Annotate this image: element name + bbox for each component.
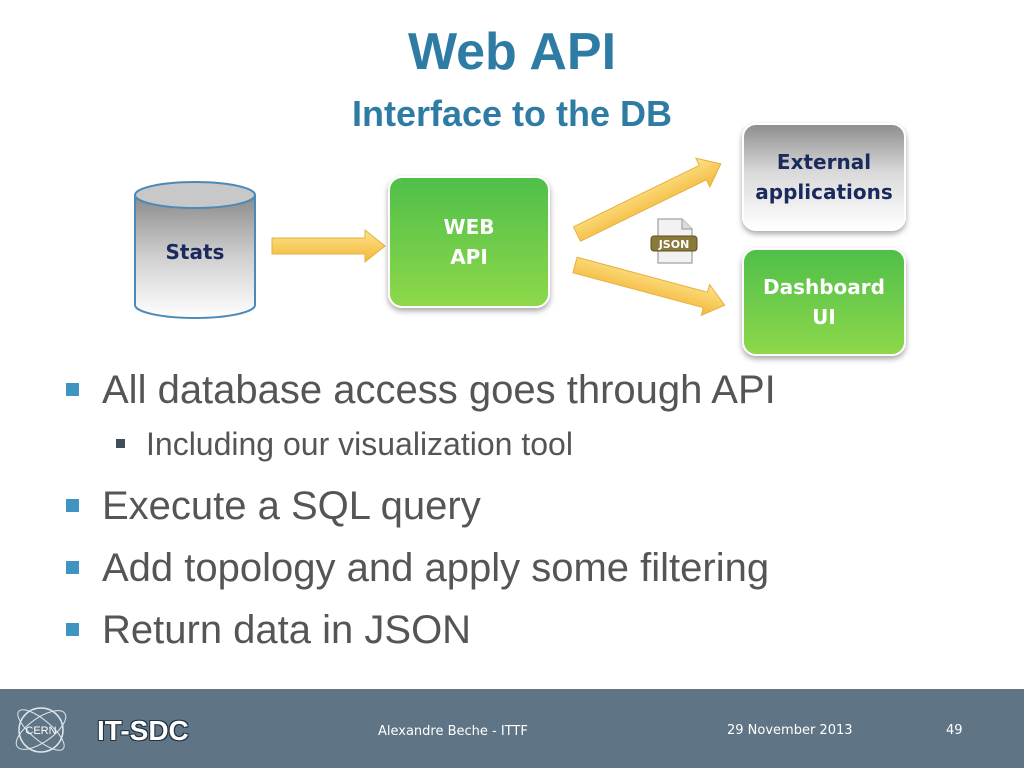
json-badge-label: JSON bbox=[658, 238, 690, 251]
external-applications-box: External applications bbox=[742, 123, 906, 231]
footer-author: Alexandre Beche - ITTF bbox=[378, 724, 528, 739]
bullet-text: All database access goes through API bbox=[102, 368, 776, 412]
dashboard-ui-box: Dashboard UI bbox=[742, 248, 906, 356]
bullet-marker bbox=[66, 383, 79, 396]
json-file-icon: JSON bbox=[650, 218, 698, 264]
cern-logo-text: CERN bbox=[25, 725, 56, 737]
web-api-box: WEB API bbox=[388, 176, 550, 308]
sub-bullet-marker bbox=[116, 439, 125, 448]
slide-title: Web API bbox=[407, 23, 617, 81]
cern-logo-icon: CERN bbox=[15, 707, 67, 753]
footer-date: 29 November 2013 bbox=[727, 723, 853, 738]
arrow-icon bbox=[572, 157, 722, 242]
bullet-marker bbox=[66, 623, 79, 636]
arrow-icon bbox=[572, 256, 726, 317]
bullet-item: Return data in JSON bbox=[62, 602, 1002, 658]
dashboard-ui-label: Dashboard UI bbox=[763, 275, 885, 329]
slide-subtitle: Interface to the DB bbox=[351, 93, 673, 134]
bullet-text: Return data in JSON bbox=[102, 608, 472, 652]
bullet-item: Add topology and apply some filtering bbox=[62, 540, 1002, 596]
stats-label: Stats bbox=[165, 240, 225, 264]
architecture-diagram bbox=[134, 157, 726, 319]
bullet-list: All database access goes through API Inc… bbox=[62, 362, 1002, 660]
arrow-icon bbox=[271, 228, 386, 264]
slide-footer: CERN IT-SDC Alexandre Beche - ITTF 29 No… bbox=[0, 689, 1024, 768]
sub-bullet-text: Including our visualization tool bbox=[146, 426, 573, 462]
bullet-marker bbox=[66, 561, 79, 574]
group-logo: IT-SDC bbox=[97, 715, 189, 746]
external-applications-label: External applications bbox=[755, 150, 893, 204]
page-number: 49 bbox=[946, 723, 963, 738]
web-api-label: WEB API bbox=[443, 215, 495, 269]
bullet-item: Execute a SQL query bbox=[62, 478, 1002, 534]
bullet-text: Execute a SQL query bbox=[102, 484, 481, 528]
bullet-item: All database access goes through API bbox=[62, 362, 1002, 418]
bullet-marker bbox=[66, 499, 79, 512]
database-icon bbox=[134, 181, 256, 319]
sub-bullet-item: Including our visualization tool bbox=[62, 420, 1002, 468]
bullet-text: Add topology and apply some filtering bbox=[102, 546, 770, 590]
